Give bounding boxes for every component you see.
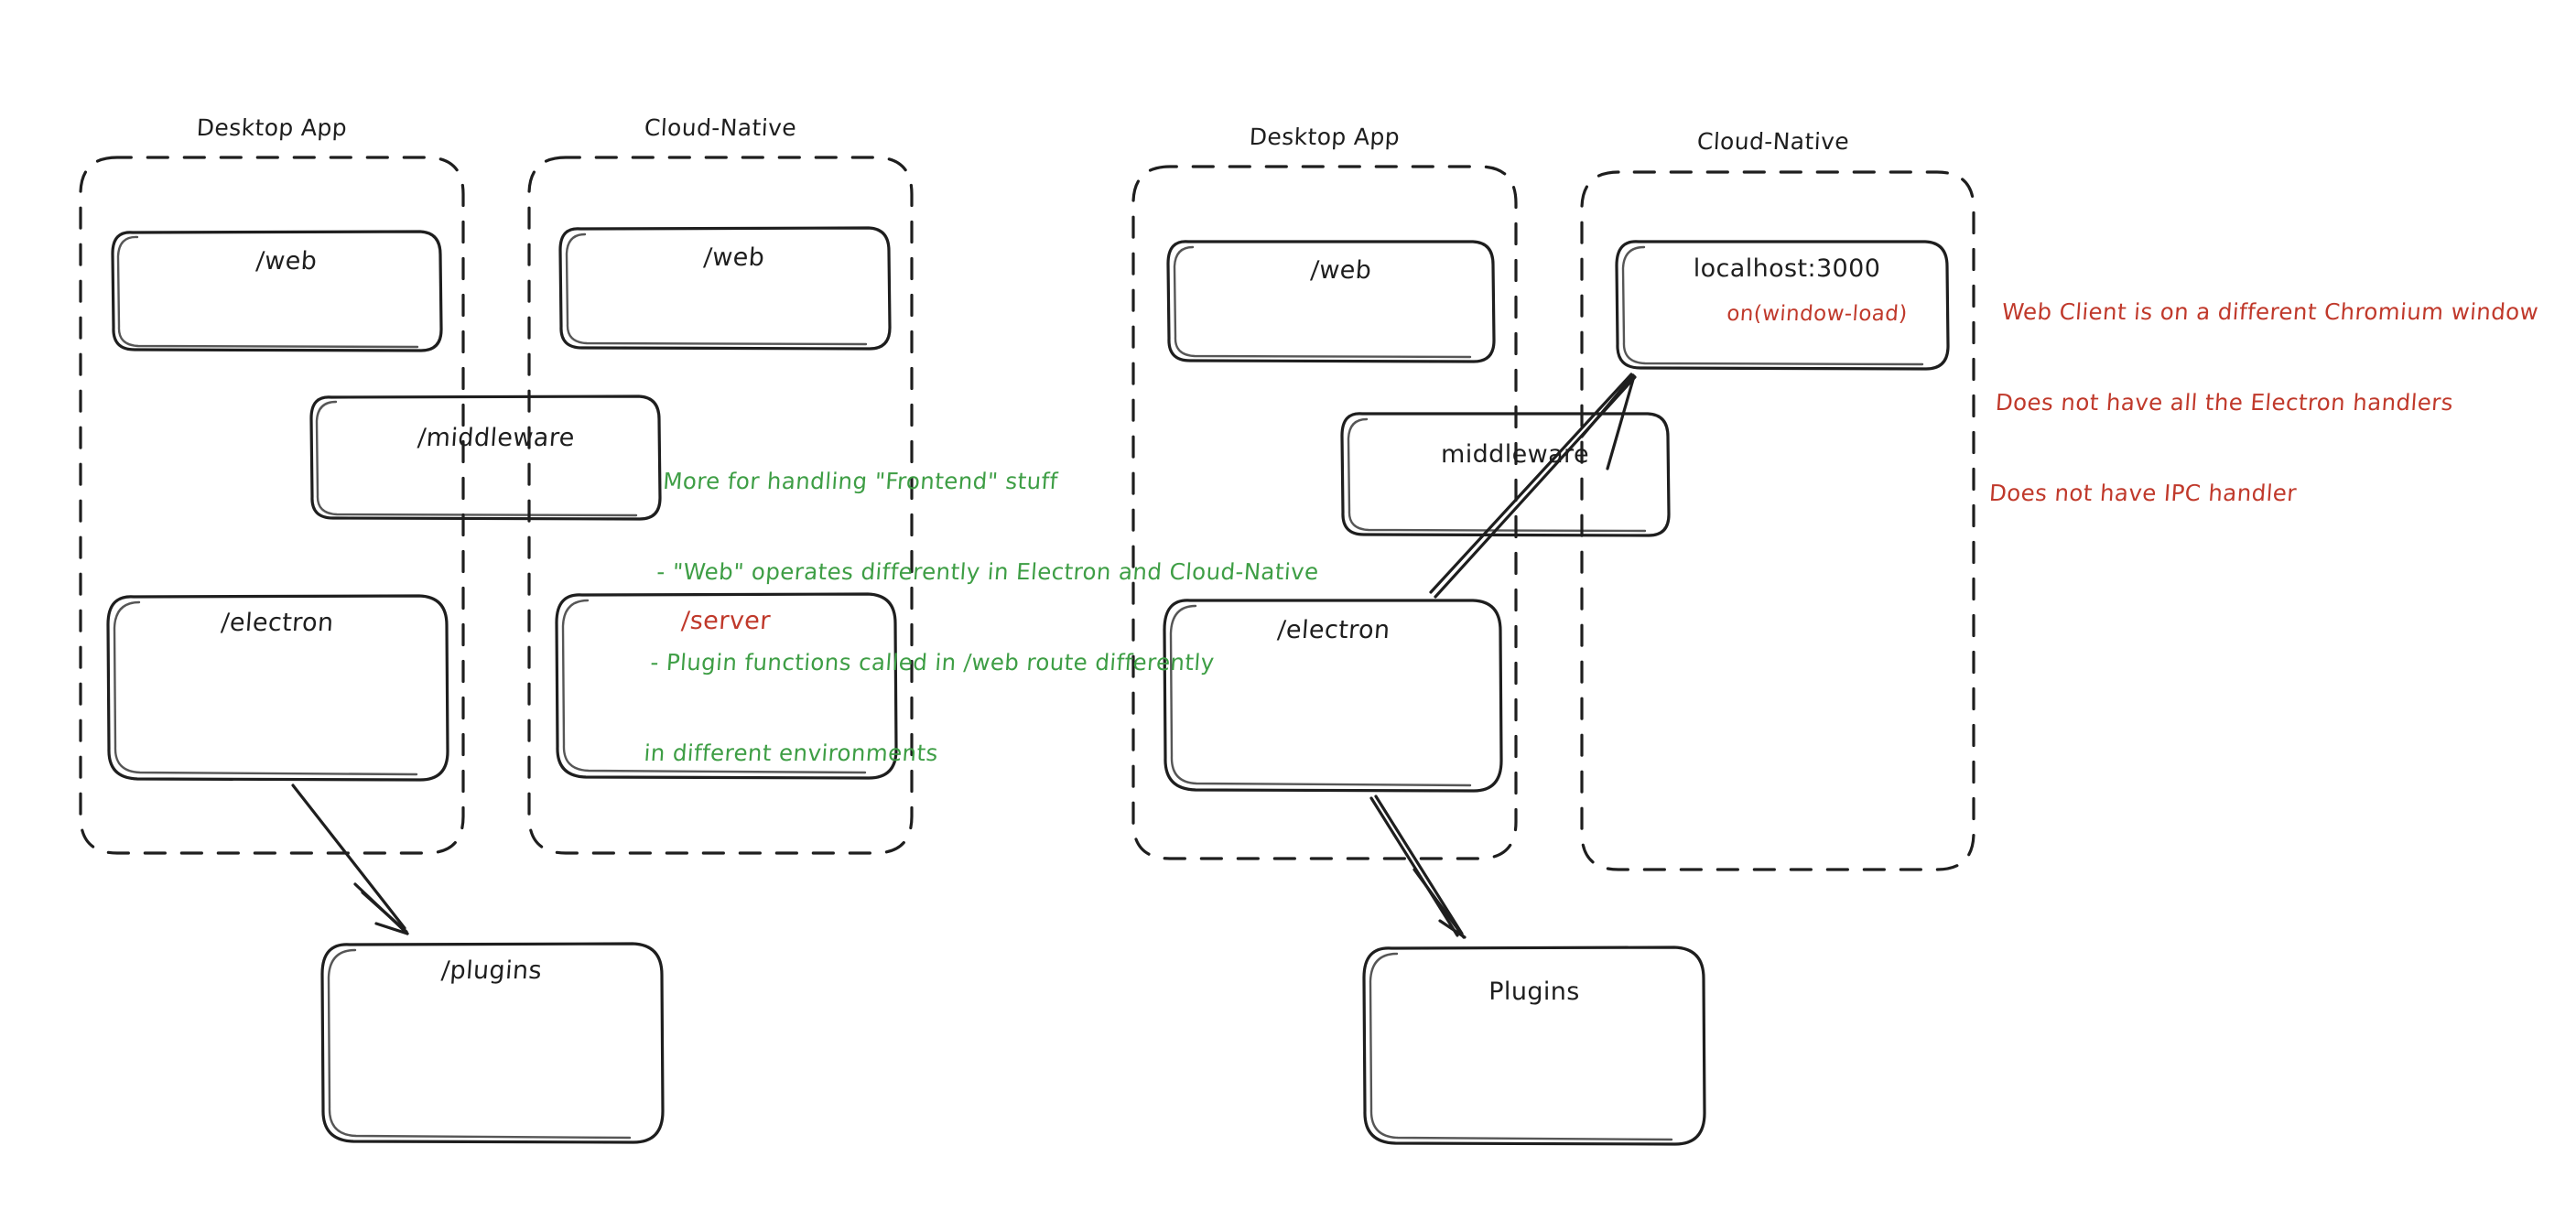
note-red-line-3: Does not have IPC handler: [1988, 480, 2298, 506]
box-right-middleware: [1340, 412, 1671, 537]
box-label-right-plugins: Plugins: [1488, 978, 1580, 1006]
box-label-right-web: /web: [1309, 256, 1373, 285]
group-right-desktop-app: [1131, 165, 1518, 860]
box-label-right-localhost: localhost:3000: [1693, 254, 1881, 283]
box-right-localhost: [1615, 240, 1950, 371]
box-sublabel-right-localhost-on-window-load: on(window-load): [1726, 302, 1909, 326]
group-label-right-cloud-native: Cloud-Native: [1696, 128, 1850, 155]
group-label-left-desktop-app: Desktop App: [196, 114, 348, 141]
note-green-line-3: - Plugin functions called in /web route …: [649, 649, 1216, 675]
box-label-left-middleware: /middleware: [417, 424, 576, 452]
group-right-cloud-native: [1580, 170, 1975, 871]
group-label-left-cloud-native: Cloud-Native: [644, 114, 797, 141]
note-green-line-2: - "Web" operates differently in Electron…: [655, 558, 1320, 585]
arrow-left-electron-to-plugins: [291, 784, 409, 935]
box-left-web-cloud: [558, 226, 892, 351]
box-left-server: [555, 592, 898, 780]
note-red-line-1: Web Client is on a different Chromium wi…: [2000, 298, 2540, 325]
box-right-web: [1166, 240, 1496, 363]
note-green-line-4: in different environments: [643, 740, 939, 766]
group-label-right-desktop-app: Desktop App: [1249, 124, 1401, 150]
box-label-right-middleware: middleware: [1441, 440, 1589, 469]
group-left-cloud-native: [527, 156, 914, 855]
note-green-line-1: More for handling "Frontend" stuff: [662, 468, 1059, 494]
note-red-line-2: Does not have all the Electron handlers: [1994, 389, 2454, 416]
box-left-web-desktop: [111, 230, 443, 352]
box-left-middleware: [309, 394, 662, 521]
group-left-desktop-app: [79, 156, 465, 855]
arrow-right-electron-to-localhost: [1429, 373, 1637, 599]
note-red: Web Client is on a different Chromium wi…: [1984, 236, 2574, 568]
box-label-left-web-desktop: /web: [254, 247, 319, 276]
box-label-left-web-cloud: /web: [702, 243, 766, 272]
box-label-left-electron: /electron: [220, 609, 335, 637]
box-label-left-plugins: /plugins: [439, 956, 544, 985]
arrow-right-electron-to-plugins: [1369, 794, 1467, 939]
box-right-electron: [1163, 599, 1503, 793]
box-left-electron: [106, 594, 449, 782]
box-right-plugins: [1362, 946, 1706, 1146]
box-left-plugins: [320, 942, 665, 1144]
note-green: More for handling "Frontend" stuff - "We…: [639, 405, 1401, 828]
